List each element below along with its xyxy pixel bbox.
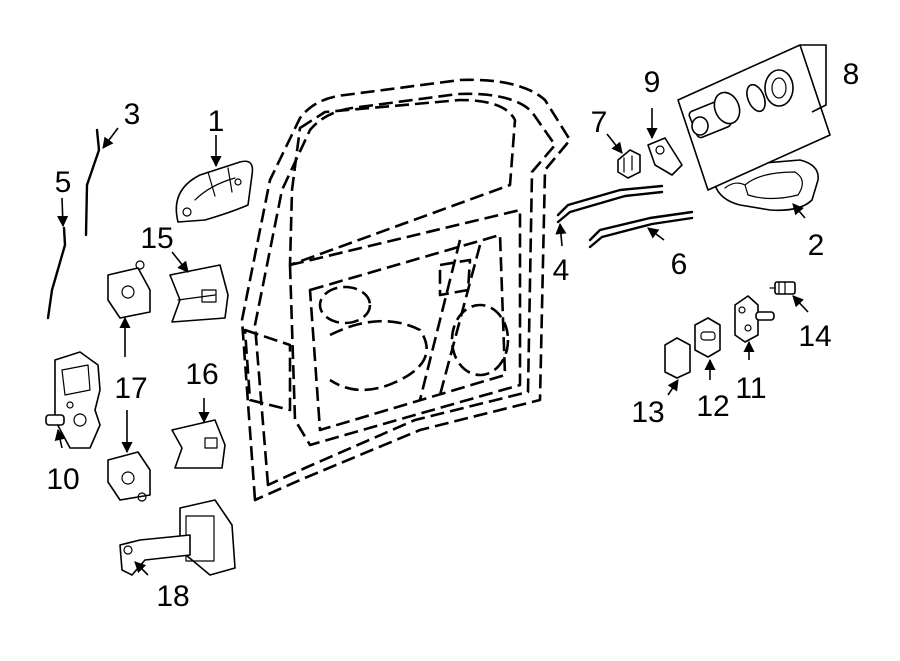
- callout-11: 11: [735, 372, 766, 405]
- part-10-latch: [45, 351, 101, 449]
- part-7-clip: [617, 149, 641, 179]
- callout-13: 13: [631, 396, 664, 429]
- callout-14: 14: [798, 320, 831, 353]
- callout-7: 7: [591, 106, 608, 139]
- door-shell: [240, 78, 572, 502]
- callout-17: 17: [114, 372, 147, 405]
- callout-4: 4: [553, 254, 570, 287]
- part-8-lock-cylinder-kit: [677, 44, 831, 191]
- part-16-hinge: [171, 419, 226, 469]
- part-13-shim: [664, 337, 691, 379]
- callout-12: 12: [696, 390, 729, 423]
- part-1-outside-handle: [175, 160, 254, 223]
- part-4-rod: [556, 184, 664, 224]
- part-5-rod: [46, 226, 67, 320]
- callout-3: 3: [124, 98, 141, 131]
- part-11-striker: [734, 295, 775, 343]
- part-17-hinges: [107, 260, 151, 502]
- callout-6: 6: [671, 248, 688, 281]
- part-9-bracket: [647, 137, 683, 176]
- callout-labels: 1 2 3 4 5 6 7 8 9 10 11 12 13 14 15 16 1…: [46, 58, 859, 613]
- callout-8: 8: [843, 58, 860, 91]
- callout-9: 9: [644, 66, 661, 99]
- callout-18: 18: [156, 580, 189, 613]
- part-3-rod: [84, 128, 101, 237]
- callout-2: 2: [808, 229, 825, 262]
- part-14-bolt: [769, 281, 796, 295]
- part-6-rod: [588, 210, 694, 249]
- part-15-hinge: [169, 264, 229, 323]
- callout-10: 10: [46, 463, 79, 496]
- part-12-shim: [694, 317, 721, 358]
- callout-16: 16: [185, 358, 218, 391]
- callout-1: 1: [208, 105, 225, 138]
- callout-15: 15: [140, 222, 173, 255]
- callout-5: 5: [55, 166, 72, 199]
